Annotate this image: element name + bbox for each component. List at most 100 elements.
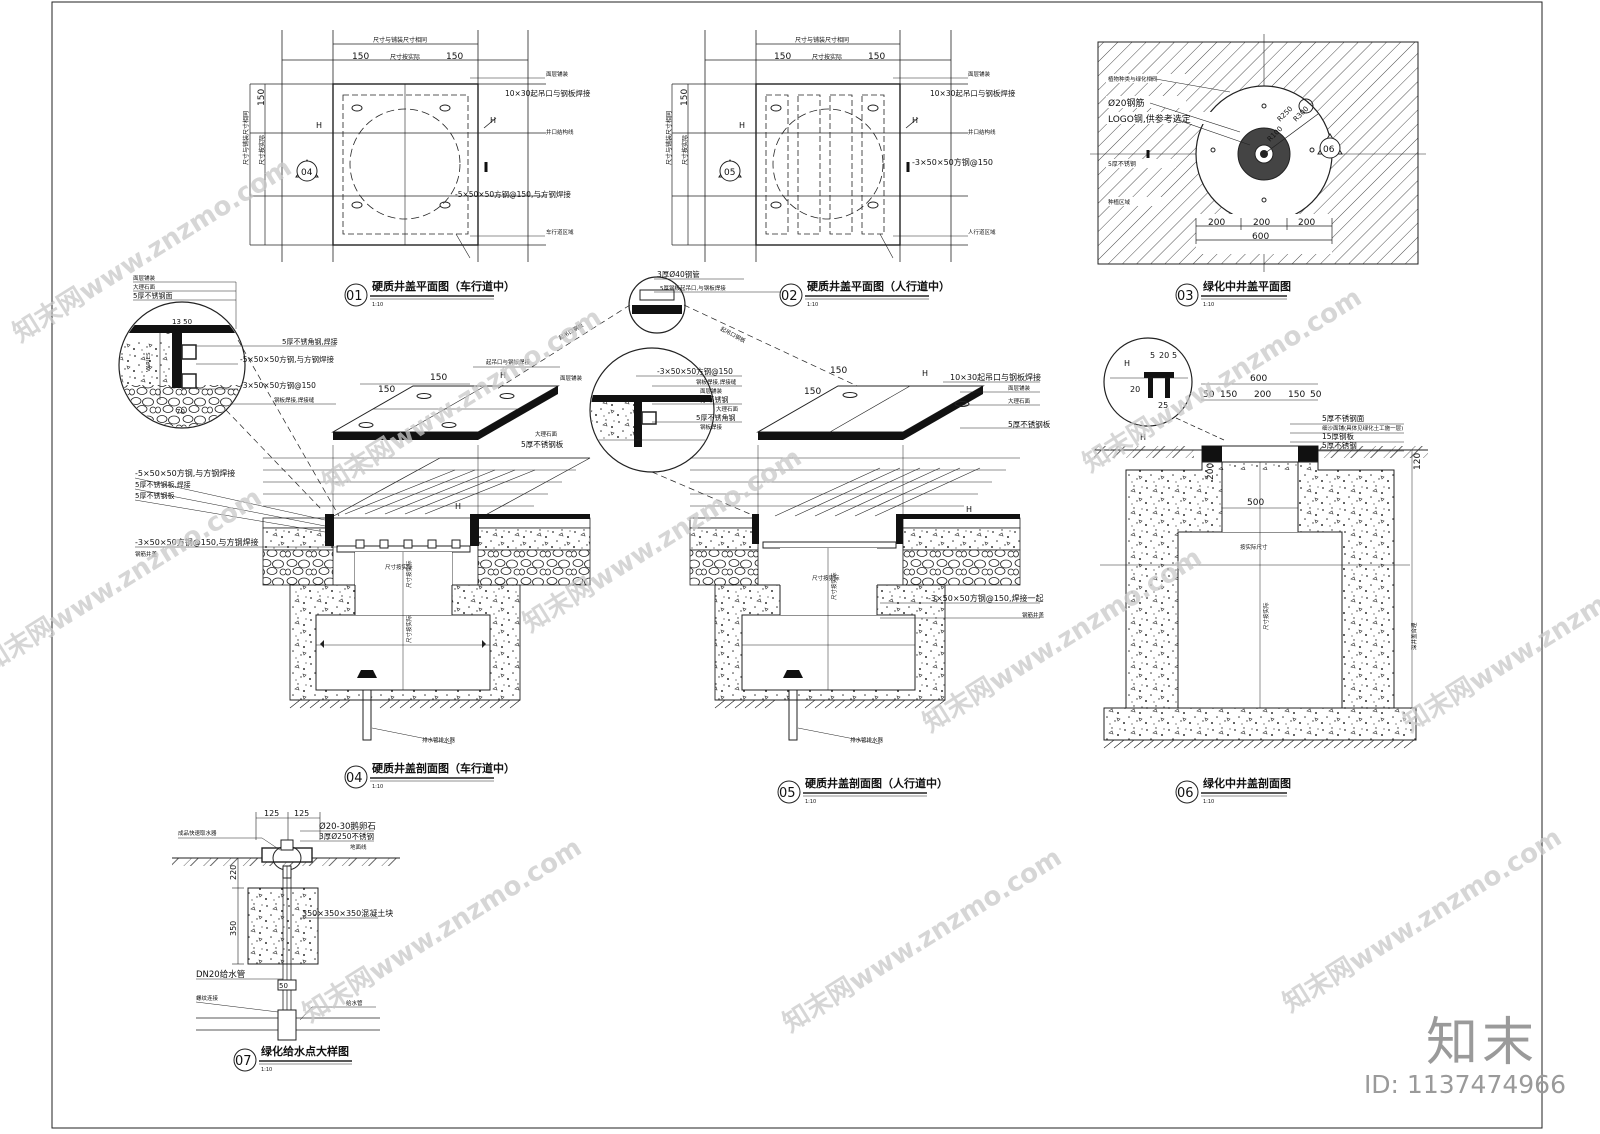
d05-scale: 1:10 [805,799,816,805]
d02-dim-left-inner: 尺寸按实际 [681,135,689,165]
d06-l1: 5厚不锈钢面 [1322,413,1365,423]
d01-label-paving: 面层铺装 [546,70,569,78]
d04-l4: 13 50 [172,318,192,326]
d06-h: H [1140,433,1146,442]
drawing-06-section: 5 20 5 H 20 25 600 50 150 200 150 50 5厚不… [1094,337,1428,749]
d06-dim-500: 500 [1247,498,1264,508]
d04-l18: 5厚不锈钢板 [135,491,174,500]
d07-l3: 地面线 [350,843,367,851]
d04-l3: 5厚不锈钢面 [133,291,172,300]
d02-dim-top: 尺寸与铺装尺寸相同 [795,36,849,44]
d05-dim150a: 150 [804,387,821,397]
d06-d200v: 200 [1206,463,1216,480]
d07-l6: DN20给水管 [196,969,245,980]
d04-l15: 5厚不锈钢板 [521,439,564,449]
d03-label-b: Ø20钢筋 [1108,97,1145,109]
d07-d350: 350 [229,921,238,936]
d03-num: 03 [1177,289,1194,304]
d05-l11: 10×30起吊口与钢板焊接 [950,372,1041,382]
d02-dim-inner: 尺寸按实际 [812,53,842,61]
d04-l2: 大理石面 [133,283,156,291]
d07-d125a: 125 [264,809,279,818]
d06-scale: 1:10 [1203,799,1214,805]
d02-label-lift: 10×30起吊口与钢板焊接 [930,88,1016,98]
d01-dim-left-outer: 尺寸与铺装尺寸相同 [242,111,250,165]
d05-title: 硬质井盖剖面图（人行道中） [805,776,948,790]
drawing-03-title: 03 绿化中井盖平面图 1:10 [1175,279,1291,308]
d06-l4: 5厚不锈钢 [1322,440,1357,450]
d05-l17: 尺寸按实际 [830,572,838,600]
d02-title: 硬质井盖平面图（人行道中） [807,279,950,293]
d07-d220: 220 [229,865,238,880]
d06-d50b: 50 [1310,390,1322,400]
d07-d50: 50 [279,982,288,990]
d03-label-d: 5厚不锈钢 [1108,160,1136,168]
drawing-02-title: 02 硬质井盖平面图（人行道中） 1:10 [779,279,950,308]
d04-l12: 起吊口与钢板焊接 [486,358,531,366]
d05-l5: 钢板焊接,焊接缝 [696,378,737,386]
d03-scale: 1:10 [1203,302,1214,308]
drawing-04-section: 13 50 5 35 VARIES 70 面层铺装 大理石面 5厚不锈钢面 5厚… [118,274,591,745]
d04-l6: VARIES [146,352,152,372]
d03-dim-600: 600 [1252,232,1269,242]
d02-callout: 05 [724,168,735,178]
d06-detail-c: 5 [1172,351,1177,360]
d07-l7: 螺纹连接 [196,994,219,1002]
d03-label-e: 种植区域 [1108,198,1131,206]
d04-l22: 尺寸按实际 [405,615,413,643]
d04-dim150a: 150 [378,385,395,395]
drawing-05-title: 05 硬质井盖剖面图（人行道中） 1:10 [777,776,948,805]
d04-l16: -5×50×50方钢,与方钢焊接 [135,468,235,478]
drawing-02-plan: 05 H H 尺寸与铺装尺寸相同 150 150 尺寸按实际 面层铺装 10×3… [665,30,1016,262]
d04-title: 硬质井盖剖面图（车行道中） [372,761,515,775]
d05-l16: 钢筋井盖 [1022,611,1045,619]
d01-dim-top: 尺寸与铺装尺寸相同 [373,36,427,44]
d07-l1: Ø20-30鹅卵石 [319,821,376,832]
d06-detail-h: H [1124,359,1130,368]
d05-l7: 5厚不锈钢 [696,395,728,404]
d05-dim150b: 150 [830,366,847,376]
d01-h-left: H [316,121,322,130]
d05-h-iso: H [922,369,928,378]
d04-l24: 排水管排水器 [422,736,456,744]
d04-l10: 钢板焊接,焊接缝 [274,396,315,404]
d02-num: 02 [781,289,798,304]
d01-dim-left-150: 150 [257,89,267,106]
d06-side2: 120 [1413,453,1423,470]
d02-label-steel: -3×50×50方钢@150 [912,157,993,167]
d05-l3b: 起吊口钢板 [557,321,585,342]
d04-l14: 大理石面 [535,430,558,438]
d04-l13: 面层铺装 [560,374,583,382]
d05-l15: -3×50×50方钢@150,焊接一起 [928,593,1044,603]
d01-dim-150-right: 150 [446,52,463,62]
d01-dim-150-left: 150 [352,52,369,62]
d01-label-steel: -5×50×50方钢@150,与方钢焊接 [455,189,571,199]
d06-h1: 尺寸按实际 [1262,602,1270,630]
d05-l12: 面层铺装 [1008,384,1031,392]
d01-scale: 1:10 [372,302,383,308]
d01-callout: 04 [301,168,313,178]
d06-d150a: 150 [1220,390,1237,400]
drawing-05-section: 3厚Ø40钢管 5厚钢板起吊口,与钢板焊接 起吊口钢板 起吊口钢板 -3×50×… [496,269,1051,745]
d03-callout: 06 [1323,145,1335,155]
d01-label-road: 车行道区域 [546,228,574,236]
d05-num: 05 [779,786,796,801]
d05-l8: 大理石面 [716,405,739,413]
d04-l1: 面层铺装 [133,274,156,282]
d06-num: 06 [1177,786,1194,801]
d05-l1: 3厚Ø40钢管 [657,269,700,279]
d06-dim-top: 600 [1250,374,1267,384]
d02-label-road: 人行道区域 [968,228,996,236]
d06-d150b: 150 [1288,390,1305,400]
d01-label-well: 井口结构线 [546,128,574,136]
d07-scale: 1:10 [261,1067,272,1073]
d02-scale: 1:10 [807,302,818,308]
d02-label-well: 井口结构线 [968,128,996,136]
d04-dim150b: 150 [430,373,447,383]
d06-l3: 15厚钢板 [1322,431,1355,441]
d07-l5: 350×350×350混凝土块 [302,908,393,918]
d01-num: 01 [346,289,363,304]
d05-l19: 排水管排水器 [850,736,884,744]
